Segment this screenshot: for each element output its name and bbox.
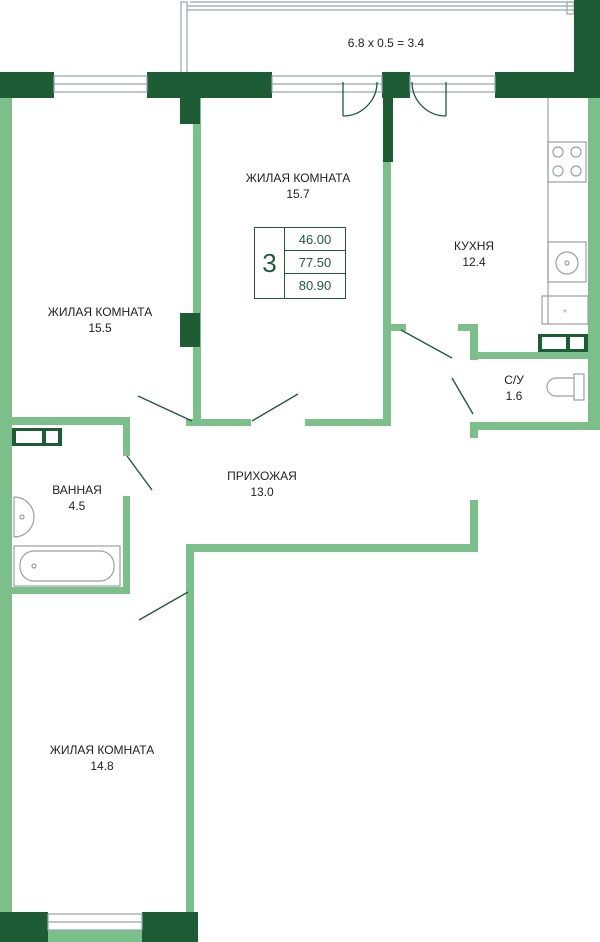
bottom-window xyxy=(47,913,143,931)
bathtub-icon xyxy=(13,545,121,587)
structural-accents xyxy=(0,98,393,942)
bathroom-fixtures xyxy=(12,428,121,587)
sink-icon xyxy=(13,496,35,538)
room-name: ЖИЛАЯ КОМНАТА xyxy=(245,171,351,185)
door-swings xyxy=(126,329,474,621)
balcony-area-label: 6.8 x 0.5 = 3.4 xyxy=(347,36,425,50)
interior-walls xyxy=(12,98,588,942)
area-summary-box: 3 46.00 77.50 80.90 xyxy=(254,227,346,299)
room-name: ВАННАЯ xyxy=(52,483,102,497)
room-name: КУХНЯ xyxy=(453,239,495,253)
room-name: ЖИЛАЯ КОМНАТА xyxy=(47,305,153,319)
svg-text:*: * xyxy=(563,308,567,319)
room-name: С/У xyxy=(504,373,524,387)
top-window xyxy=(53,75,496,93)
rooms-count: 3 xyxy=(255,228,285,298)
kitchen-sink-icon xyxy=(547,241,587,283)
balcony-doors xyxy=(342,81,447,117)
room-name: ЖИЛАЯ КОМНАТА xyxy=(49,743,155,757)
living-area: 46.00 xyxy=(285,228,345,251)
room-area: 4.5 xyxy=(68,499,86,513)
stove-icon xyxy=(547,141,587,183)
room-label-living-left: ЖИЛАЯ КОМНАТА 15.5 xyxy=(48,304,152,336)
room-area: 12.4 xyxy=(462,255,486,269)
total-area-with-balcony: 80.90 xyxy=(298,278,332,293)
room-label-toilet: С/У 1.6 xyxy=(504,372,524,404)
outer-walls xyxy=(0,96,600,942)
room-area: 14.8 xyxy=(90,759,114,773)
room-name: ПРИХОЖАЯ xyxy=(227,469,297,483)
room-label-kitchen: КУХНЯ 12.4 xyxy=(454,238,494,270)
room-label-hallway: ПРИХОЖАЯ 13.0 xyxy=(227,468,297,500)
room-area: 1.6 xyxy=(505,389,523,403)
kitchen-fixtures: * xyxy=(538,98,589,352)
top-wall xyxy=(0,72,600,98)
room-label-bathroom: ВАННАЯ 4.5 xyxy=(52,482,102,514)
boiler-icon: * xyxy=(541,295,589,325)
room-area: 13.0 xyxy=(250,485,274,499)
room-area: 15.5 xyxy=(88,321,112,335)
room-label-living-bottom: ЖИЛАЯ КОМНАТА 14.8 xyxy=(50,742,154,774)
toilet-icon xyxy=(546,373,585,401)
room-label-living-center: ЖИЛАЯ КОМНАТА 15.7 xyxy=(246,170,350,202)
room-area: 15.7 xyxy=(286,187,310,201)
total-area: 77.50 xyxy=(285,251,345,274)
